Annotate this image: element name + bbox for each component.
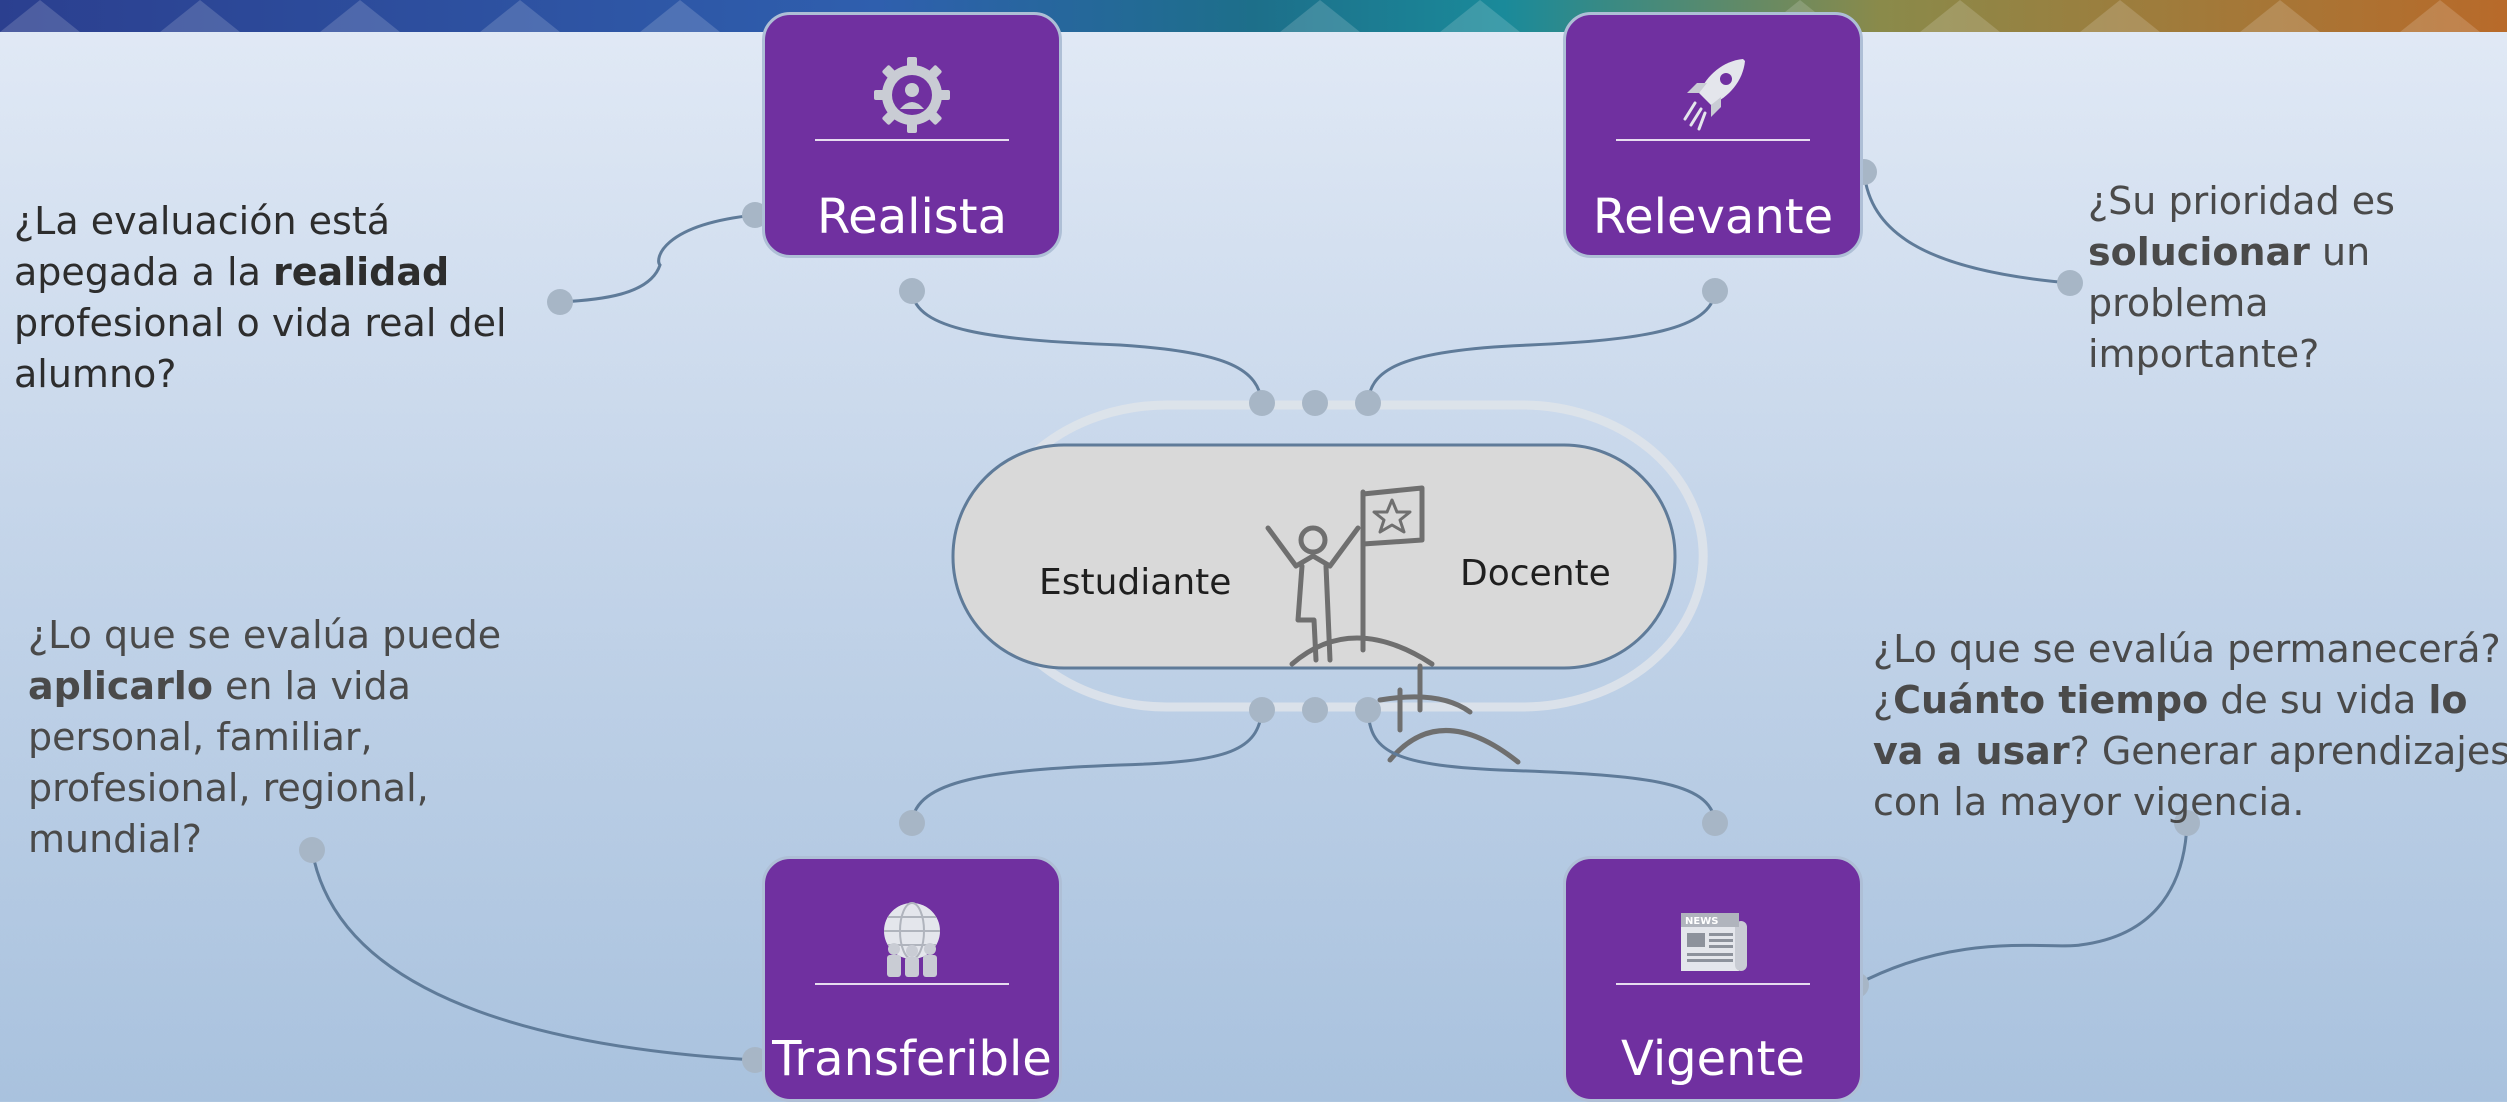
gear-person-icon bbox=[874, 57, 950, 133]
description-vigente: ¿Lo que se evalúa permanecerá? ¿Cuánto t… bbox=[1873, 627, 2507, 824]
connector-vigente-desc bbox=[1855, 822, 2189, 987]
docente-label: Docente bbox=[1460, 553, 1611, 594]
card-realista: Realista bbox=[762, 12, 1062, 258]
card-title: Vigente bbox=[1621, 1031, 1805, 1087]
card-relevante: Relevante bbox=[1563, 12, 1863, 258]
connector-transferible-desc bbox=[310, 849, 756, 1062]
connector-nodes bbox=[299, 159, 2200, 1073]
connector-relevante-desc bbox=[1862, 171, 2071, 285]
header-band bbox=[0, 0, 2507, 32]
card-title: Relevante bbox=[1592, 189, 1834, 245]
connector-vigente-center bbox=[1366, 709, 1717, 824]
description-relevante: ¿Su prioridad es solucionar un problema … bbox=[2088, 179, 2395, 376]
card-divider bbox=[815, 139, 1009, 141]
card-vigente: NEWS Vigente bbox=[1563, 856, 1863, 1102]
estudiante-label: Estudiante bbox=[1039, 562, 1232, 603]
svg-text:NEWS: NEWS bbox=[1685, 916, 1718, 927]
globe-people-icon bbox=[884, 902, 940, 977]
person-flag-summit-icon bbox=[1265, 485, 1521, 765]
connector-relevante-center bbox=[1366, 290, 1717, 404]
card-title: Realista bbox=[816, 189, 1008, 245]
card-title: Transferible bbox=[772, 1031, 1052, 1087]
card-divider bbox=[1616, 983, 1810, 985]
connector-realista-desc bbox=[559, 213, 756, 304]
connectors bbox=[310, 171, 2189, 1062]
description-realista: ¿La evaluación está apegada a la realida… bbox=[14, 199, 507, 396]
card-divider bbox=[815, 983, 1009, 985]
description-transferible: ¿Lo que se evalúa puede aplicarlo en la … bbox=[28, 613, 502, 861]
newspaper-icon: NEWS bbox=[1681, 913, 1747, 971]
connector-transferible-center bbox=[910, 709, 1264, 824]
card-transferible: Transferible bbox=[762, 856, 1062, 1102]
rocket-icon bbox=[1683, 59, 1745, 131]
card-divider bbox=[1616, 139, 1810, 141]
connector-realista-center bbox=[910, 290, 1264, 404]
